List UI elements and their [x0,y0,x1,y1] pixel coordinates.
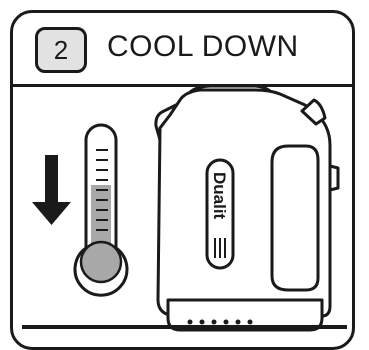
counter-line [22,325,347,329]
illustration: Dualit [0,0,369,342]
arrow-down-icon [32,155,71,225]
thermometer-icon [75,125,127,295]
kettle-brand-label: Dualit [210,172,229,220]
kettle-illustration [156,86,338,330]
